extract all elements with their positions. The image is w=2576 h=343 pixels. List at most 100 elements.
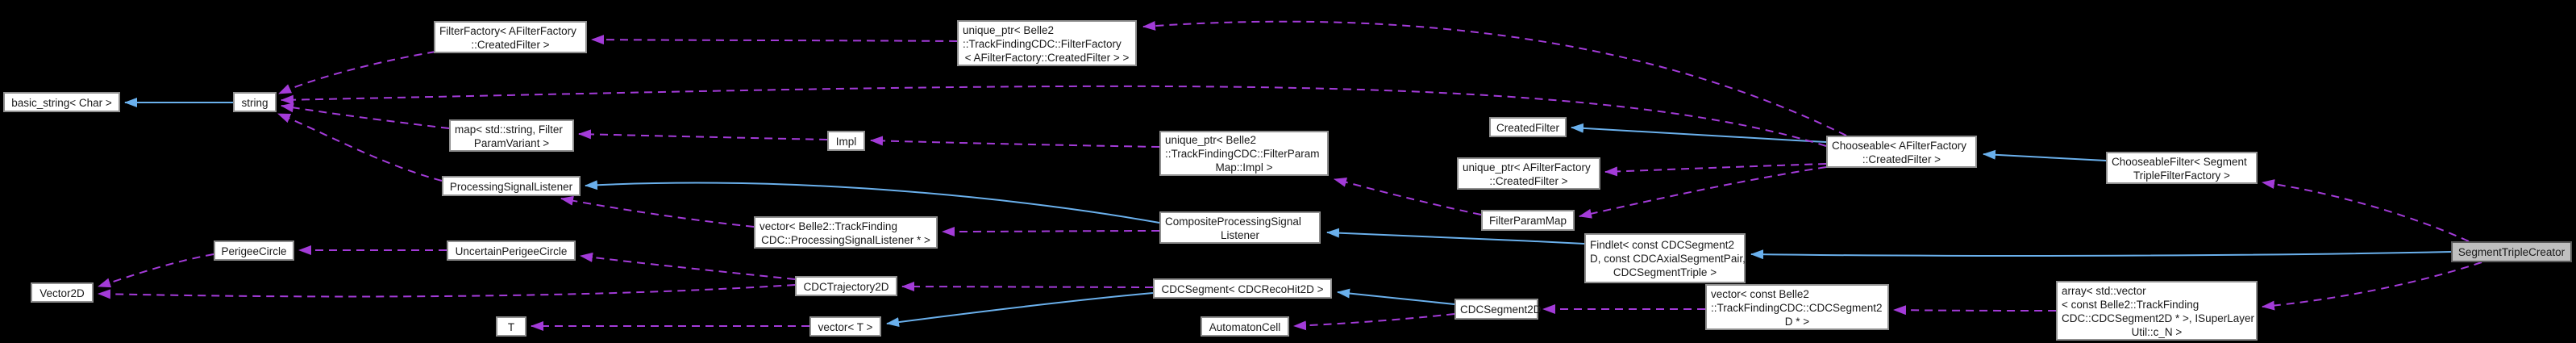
node-label-line: TripleFilterFactory > [2133, 169, 2230, 182]
node-label-line: unique_ptr< Belle2 [1165, 134, 1256, 146]
node-vector2d[interactable]: Vector2D [31, 282, 94, 303]
edge-array-to-vector-const-cdc-segment2d [1893, 305, 2057, 316]
node-filter-factory[interactable]: FilterFactory< AFilterFactory::CreatedFi… [434, 21, 587, 53]
edge-cdc-trajectory2d-to-uncertain-perigee-circle [580, 252, 796, 280]
edge-chooseable-to-unique-ptr-created-filter [1604, 163, 1827, 177]
edge-chooseable-to-string [281, 85, 1827, 147]
node-chooseable[interactable]: Chooseable< AFilterFactory::CreatedFilte… [1826, 136, 1977, 168]
node-findlet[interactable]: Findlet< const CDCSegment2 D, const CDCAx… [1584, 233, 1746, 283]
edge-cdc-segment-to-vector-t [886, 292, 1154, 328]
edge-impl-to-map [578, 129, 828, 140]
node-label-line: ::TrackFindingCDC::CDCSegment2 [1711, 301, 1883, 314]
edge-perigee-circle-to-vector2d [98, 253, 214, 288]
node-label-line: vector< const Belle2 [1711, 287, 1809, 300]
edge-map-to-string [281, 102, 450, 129]
edge-chooseable-to-filter-param-map [1579, 166, 1827, 219]
node-label-line: < AFilterFactory::CreatedFilter > > [964, 51, 1130, 64]
node-unique-ptr-filter-factory[interactable]: unique_ptr< Belle2::TrackFindingCDC::Fil… [957, 20, 1137, 66]
node-label-line: D, const CDCAxialSegmentPair, [1590, 253, 1746, 265]
node-label-line: CDCSegment< CDCRecoHit2D > [1161, 282, 1324, 295]
edge-unique-ptr-filter-factory-to-filter-factory [591, 35, 958, 45]
node-basic-string[interactable]: basic_string< Char > [3, 92, 120, 112]
node-label-line: FilterFactory< AFilterFactory [439, 24, 576, 37]
node-label-line: ::TrackFindingCDC::FilterParam [1165, 148, 1320, 160]
edge-vector-psl-to-processing-signal-listener [560, 195, 755, 228]
node-label-line: ::TrackFindingCDC::FilterFactory [963, 37, 1122, 50]
node-label-line: CDC::ProcessingSignalListener * > [761, 233, 930, 246]
node-processing-signal-listener[interactable]: ProcessingSignalListener [442, 176, 581, 196]
node-label-line: Listener [1220, 228, 1260, 241]
node-string[interactable]: string [233, 92, 277, 112]
node-unique-ptr-filter-param-map-impl[interactable]: unique_ptr< Belle2::TrackFindingCDC::Fil… [1159, 131, 1329, 176]
node-vector-t[interactable]: vector< T > [809, 316, 881, 337]
edge-chooseable-filter-to-chooseable [1983, 149, 2107, 161]
node-label-line: ::CreatedFilter > [1489, 174, 1568, 187]
edge-segment-triple-creator-to-chooseable-filter [2262, 179, 2470, 242]
node-impl[interactable]: Impl [827, 131, 865, 151]
edge-composite-psl-to-processing-signal-listener [585, 180, 1160, 224]
node-label-line: FilterParamMap [1488, 215, 1567, 227]
node-vector-const-cdc-segment2d[interactable]: vector< const Belle2::TrackFindingCDC::C… [1705, 284, 1889, 330]
node-unique-ptr-created-filter[interactable]: unique_ptr< AFilterFactory::CreatedFilte… [1457, 157, 1600, 190]
edge-chooseable-to-unique-ptr-filter-factory [1142, 20, 1847, 136]
node-label-line: SegmentTripleCreator [2457, 246, 2566, 258]
node-cdc-segment2d[interactable]: CDCSegment2D [1454, 299, 1542, 320]
node-array-cdc-segment2d[interactable]: array< std::vector< const Belle2::TrackF… [2056, 281, 2258, 341]
edge-findlet-to-composite-psl [1326, 228, 1585, 245]
node-label-line: array< std::vector [2062, 284, 2146, 297]
node-filter-param-map[interactable]: FilterParamMap [1481, 210, 1575, 231]
node-label-line: AutomatonCell [1209, 320, 1281, 333]
node-label-line: ProcessingSignalListener [449, 180, 573, 193]
node-perigee-circle[interactable]: PerigeeCircle [214, 241, 294, 261]
node-label-line: T [507, 320, 515, 333]
node-label-line: < const Belle2::TrackFinding [2062, 298, 2199, 311]
edge-segment-triple-creator-to-array [2262, 261, 2482, 311]
node-label-line: ChooseableFilter< Segment [2112, 155, 2247, 168]
edge-processing-signal-listener-to-string [277, 113, 443, 182]
node-label-line: unique_ptr< Belle2 [963, 23, 1054, 36]
node-label-line: CompositeProcessingSignal [1165, 215, 1301, 228]
node-label-line: map< std::string, Filter [455, 123, 563, 136]
node-label-line: ::CreatedFilter > [1862, 153, 1941, 165]
node-label-line: PerigeeCircle [221, 245, 287, 257]
node-label-line: unique_ptr< AFilterFactory [1463, 161, 1591, 174]
node-label-line: basic_string< Char > [11, 96, 112, 109]
edge-cdc-segment2d-to-cdc-segment [1337, 288, 1455, 305]
node-label-line: D * > [1784, 315, 1810, 328]
node-label-line: vector< T > [818, 320, 873, 333]
node-label-line: string [241, 96, 268, 109]
node-label-line: Util::c_N > [2131, 325, 2183, 338]
node-created-filter[interactable]: CreatedFilter [1489, 117, 1567, 137]
node-label-line: CDCTrajectory2D [803, 280, 889, 293]
edge-composite-psl-to-vector-psl [942, 226, 1160, 236]
node-label-line: Impl [835, 135, 857, 148]
node-label-line: CDCSegment2D [1460, 303, 1542, 316]
node-label-line: vector< Belle2::TrackFinding [759, 220, 897, 232]
node-label-line: Findlet< const CDCSegment2 [1590, 239, 1734, 251]
edge-chooseable-to-created-filter [1571, 123, 1827, 143]
node-uncertain-perigee-circle[interactable]: UncertainPerigeeCircle [447, 241, 576, 261]
node-cdc-trajectory2d[interactable]: CDCTrajectory2D [795, 276, 897, 296]
edge-filter-factory-to-string [278, 51, 436, 94]
node-segment-triple-creator[interactable]: SegmentTripleCreator [2451, 241, 2572, 262]
node-label-line: UncertainPerigeeCircle [455, 245, 568, 257]
node-label-line: CDC::CDCSegment2D * >, ISuperLayer [2062, 312, 2254, 324]
node-label-line: ::CreatedFilter > [471, 38, 550, 51]
node-label-line: Vector2D [40, 287, 85, 299]
edge-cdc-trajectory2d-to-vector2d [98, 284, 796, 299]
node-label-line: CDCSegmentTriple > [1613, 266, 1717, 278]
edge-segment-triple-creator-to-findlet [1750, 249, 2452, 260]
node-label-line: ParamVariant > [473, 136, 550, 149]
edge-unique-ptr-impl-to-impl [870, 136, 1160, 148]
node-label-line: Map::Impl > [1215, 161, 1273, 174]
node-automaton-cell[interactable]: AutomatonCell [1201, 316, 1289, 337]
node-label-line: Chooseable< AFilterFactory [1832, 139, 1966, 152]
node-cdc-segment[interactable]: CDCSegment< CDCRecoHit2D > [1153, 278, 1332, 299]
node-t[interactable]: T [496, 316, 526, 337]
